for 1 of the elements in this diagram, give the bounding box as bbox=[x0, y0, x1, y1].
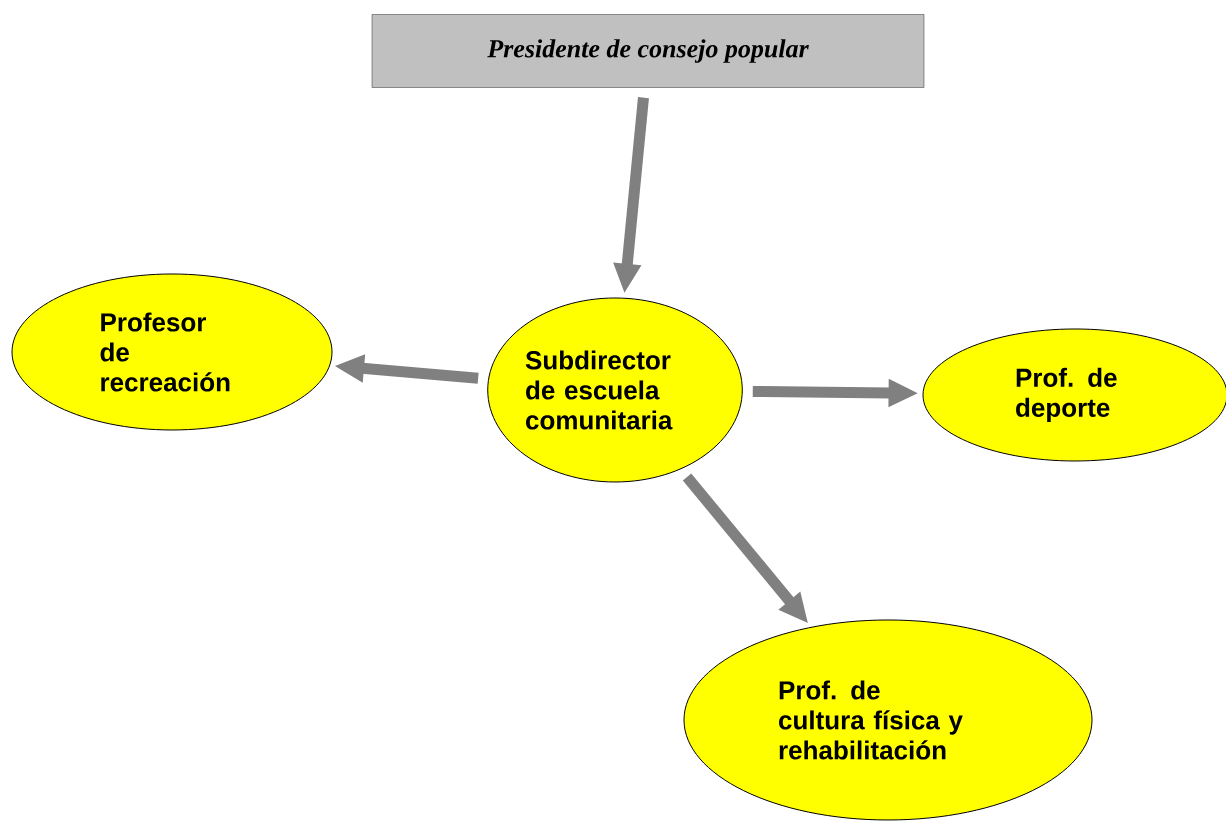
title-box: Presidente de consejo popular bbox=[371, 14, 925, 88]
